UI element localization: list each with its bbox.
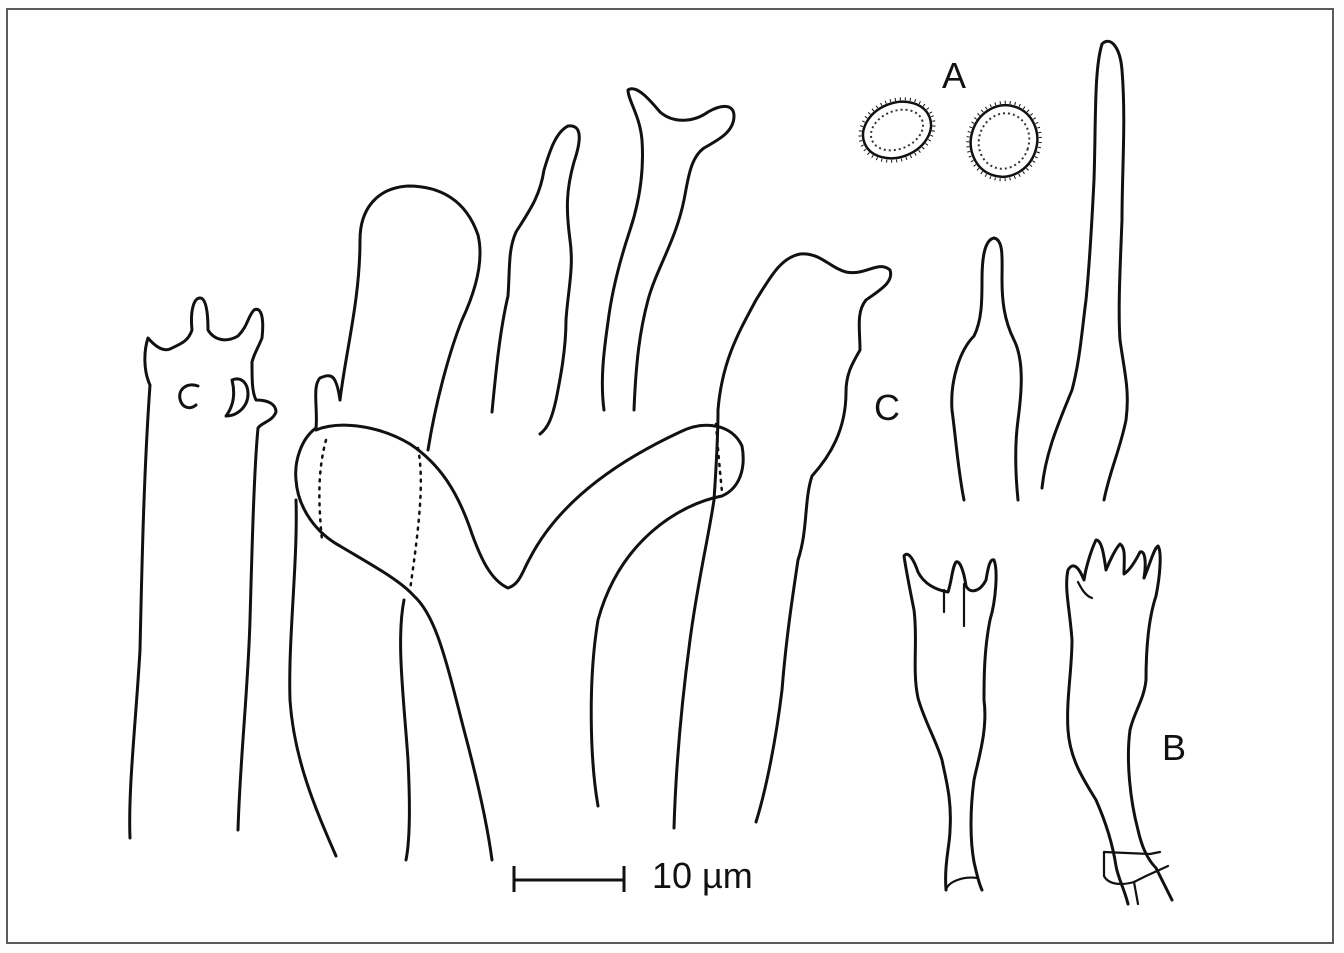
spores-group-a xyxy=(851,88,1051,189)
cystidium-branched xyxy=(602,89,734,410)
scale-bar-label: 10 µm xyxy=(652,858,753,894)
spore-right xyxy=(958,93,1051,189)
label-c: C xyxy=(874,390,900,426)
spore-left xyxy=(851,88,944,172)
cystidium-slender-middle xyxy=(492,126,579,434)
cystidium-lobed-apex xyxy=(674,254,891,828)
cystidium-right-tall xyxy=(1042,41,1127,500)
basidium-b-left xyxy=(904,554,996,890)
cystidium-right-short xyxy=(952,238,1022,500)
scale-bar xyxy=(514,866,624,892)
basidium-b-right xyxy=(1067,540,1172,904)
label-b: B xyxy=(1162,730,1186,766)
cystidium-central-large xyxy=(290,186,743,860)
basidium-far-left xyxy=(130,298,276,838)
label-a: A xyxy=(942,58,966,94)
